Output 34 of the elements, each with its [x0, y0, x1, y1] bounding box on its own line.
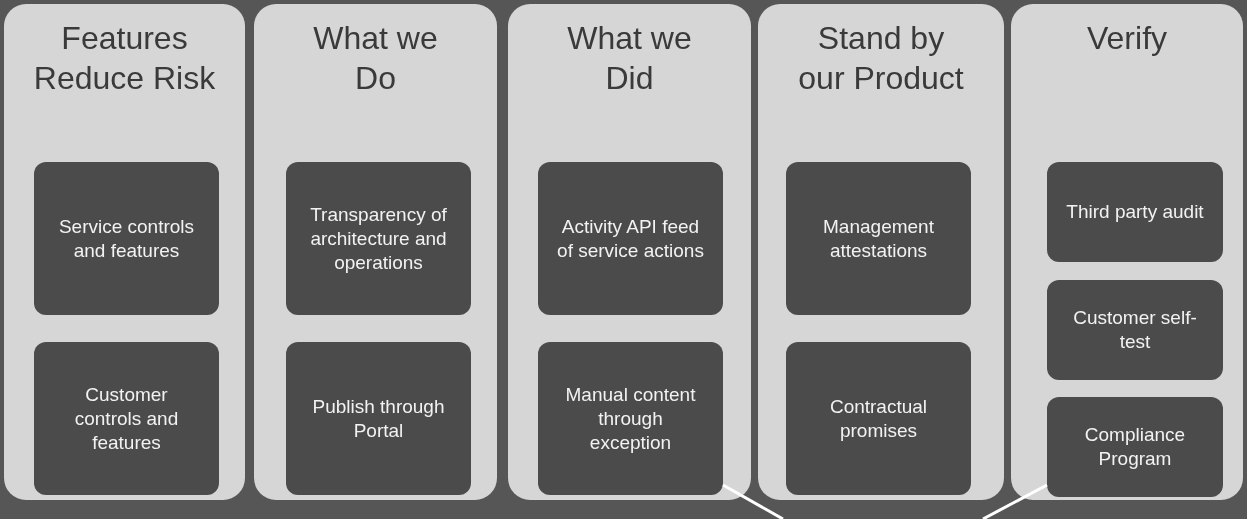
- column-heading: Features Reduce Risk: [32, 19, 217, 98]
- box-text: Customer self-test: [1072, 306, 1198, 354]
- connector-line: [722, 483, 784, 519]
- box-text: Customer controls and features: [73, 382, 180, 455]
- content-box: [286, 162, 471, 315]
- content-box: [1047, 397, 1223, 497]
- content-box: [286, 342, 471, 495]
- column-panel: [4, 4, 245, 500]
- column-heading: Stand by our Product: [797, 19, 965, 98]
- content-box: [786, 162, 971, 315]
- content-box: [34, 162, 219, 315]
- column-heading: What we Did: [566, 19, 693, 98]
- box-text: Compliance Program: [1083, 423, 1187, 471]
- box-text: Manual content through exception: [564, 382, 697, 455]
- box-text: Contractual promises: [828, 394, 929, 443]
- column-panel: [508, 4, 751, 500]
- content-box: [34, 342, 219, 495]
- box-text: Transparency of architecture and operations: [309, 202, 448, 275]
- box-text: Publish through Portal: [311, 394, 446, 443]
- column-panel: [758, 4, 1004, 500]
- column-panel: [1011, 4, 1243, 500]
- column-heading: Verify: [1086, 19, 1168, 58]
- content-box: [538, 162, 723, 315]
- box-text: Management attestations: [822, 214, 935, 263]
- box-text: Service controls and features: [57, 214, 196, 263]
- column-heading: What we Do: [312, 19, 439, 98]
- content-box: [1047, 162, 1223, 262]
- content-box: [1047, 280, 1223, 380]
- connector-line: [982, 483, 1048, 519]
- content-box: [538, 342, 723, 495]
- column-panel: [254, 4, 497, 500]
- box-text: Third party audit: [1066, 200, 1204, 224]
- box-text: Activity API feed of service actions: [556, 214, 705, 263]
- content-box: [786, 342, 971, 495]
